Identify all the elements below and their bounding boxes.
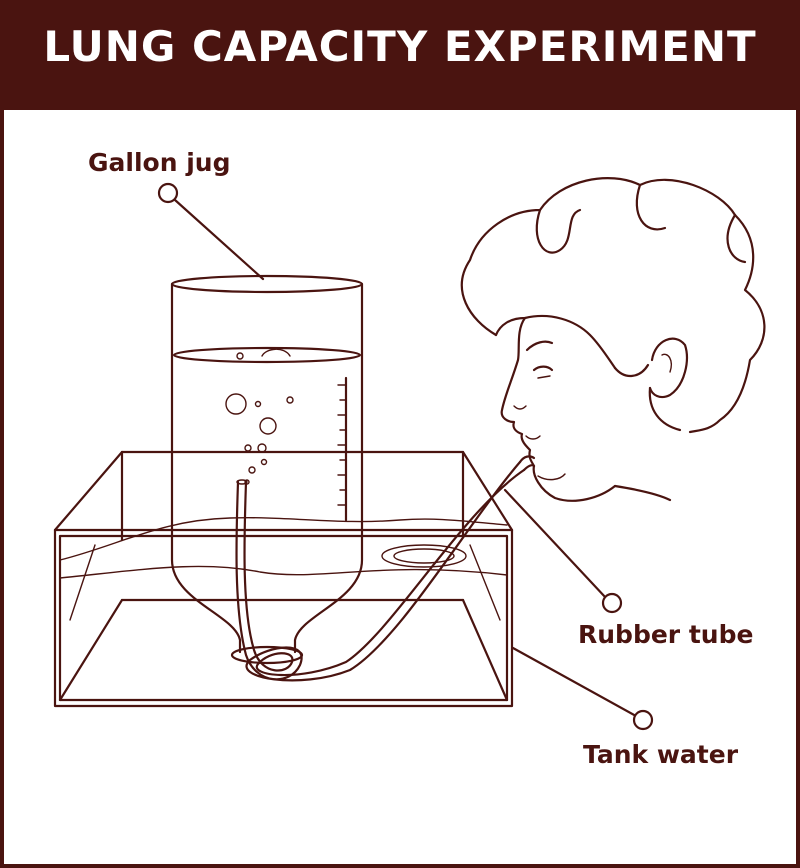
gallon-jug-label: Gallon jug: [88, 148, 231, 177]
rubber-tube: [235, 455, 536, 682]
jug-callout-marker: [157, 182, 179, 204]
water-callout-marker: [632, 709, 654, 731]
tube-callout-marker: [601, 592, 623, 614]
rubber-tube-label: Rubber tube: [578, 620, 754, 649]
person-head: [460, 177, 766, 502]
gallon-jug: [170, 274, 364, 665]
title-banner: LUNG CAPACITY EXPERIMENT: [0, 0, 800, 110]
water-tank: [53, 450, 514, 708]
tank-water-label: Tank water: [583, 740, 739, 769]
leader-lines: [157, 182, 654, 731]
diagram-title: LUNG CAPACITY EXPERIMENT: [43, 22, 757, 71]
